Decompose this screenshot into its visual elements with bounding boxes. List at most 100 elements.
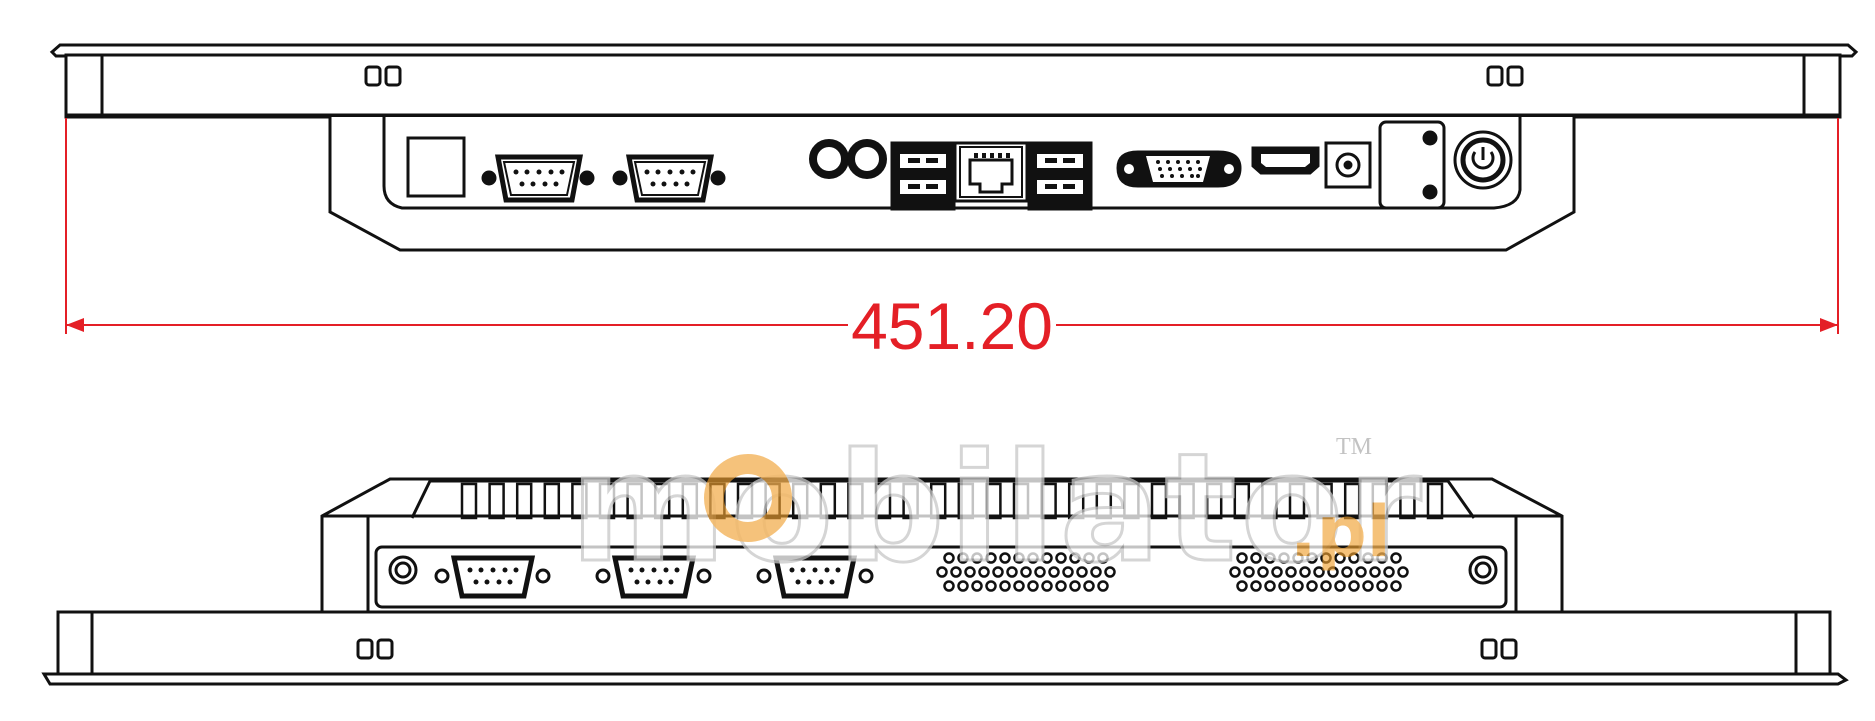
speaker-hole <box>1020 566 1032 578</box>
watermark-suffix: .pl <box>1290 491 1391 573</box>
vent-slot <box>791 482 809 520</box>
speaker-hole <box>1383 566 1395 578</box>
hdmi-port <box>1251 146 1320 175</box>
vent-slot <box>1205 482 1223 520</box>
speaker-hole <box>1362 552 1374 564</box>
dimension-value: 451.20 <box>851 289 1053 363</box>
vent-slots <box>460 482 1444 520</box>
speaker-hole <box>1055 580 1067 592</box>
bottom-com-port-1 <box>434 555 551 599</box>
speaker-hole <box>1069 552 1081 564</box>
speaker-hole <box>1390 552 1402 564</box>
vent-slot <box>1343 482 1361 520</box>
speaker-hole <box>957 580 969 592</box>
speaker-hole <box>1069 580 1081 592</box>
speaker-hole <box>1083 552 1095 564</box>
speaker-hole <box>1013 552 1025 564</box>
speaker-hole <box>985 580 997 592</box>
vent-slot <box>902 482 919 520</box>
speaker-hole <box>1264 552 1276 564</box>
speaker-hole <box>999 552 1011 564</box>
speaker-hole <box>1334 552 1346 564</box>
speaker-hole <box>1097 552 1109 564</box>
speaker-hole <box>943 552 955 564</box>
vent-slot <box>1371 482 1389 520</box>
vent-slot <box>1040 482 1057 520</box>
watermark-trademark: TM <box>1336 434 1372 460</box>
vent-slot <box>653 482 671 520</box>
bottom-bezel-slot-left <box>356 638 394 660</box>
vent-slot <box>1123 482 1140 520</box>
arrowhead-right <box>1820 318 1838 332</box>
speaker-hole <box>1369 566 1381 578</box>
top-bezel <box>49 43 1859 119</box>
speaker-hole <box>1041 580 1053 592</box>
bottom-com-port-2 <box>595 555 712 599</box>
speaker-hole <box>1076 566 1088 578</box>
speaker-hole <box>1027 580 1039 592</box>
watermark-accent-dot <box>704 454 792 542</box>
dc-jack <box>1324 141 1372 189</box>
vent-slot <box>1288 482 1306 520</box>
speaker-grille-left <box>936 552 1116 592</box>
speaker-hole <box>978 566 990 578</box>
speaker-hole <box>1278 580 1290 592</box>
vent-slot <box>1399 482 1416 520</box>
speaker-hole <box>1390 580 1402 592</box>
vent-slot <box>543 482 561 520</box>
speaker-hole <box>1257 566 1269 578</box>
speaker-hole <box>1341 566 1353 578</box>
bottom-view <box>41 477 1849 686</box>
speaker-hole <box>964 566 976 578</box>
speaker-hole <box>1376 580 1388 592</box>
speaker-hole <box>1313 566 1325 578</box>
bottom-bezel-slot-right <box>1480 638 1518 660</box>
antenna-connector-left <box>388 555 418 585</box>
speaker-hole <box>1062 566 1074 578</box>
vent-slot <box>1095 482 1113 520</box>
vent-slot <box>957 482 975 520</box>
audio-jacks <box>809 139 887 179</box>
bottom-com-port-3 <box>756 555 874 599</box>
vent-slot <box>626 482 643 520</box>
vent-slot <box>1316 482 1333 520</box>
speaker-grille-right <box>1229 552 1409 592</box>
square-port <box>406 136 466 198</box>
vent-slot <box>985 482 1002 520</box>
speaker-hole <box>1348 580 1360 592</box>
speaker-hole <box>1362 580 1374 592</box>
vent-slot <box>460 482 478 520</box>
speaker-hole <box>1355 566 1367 578</box>
speaker-hole <box>943 580 955 592</box>
vent-slot <box>1261 482 1278 520</box>
bezel-slot-left <box>364 65 402 87</box>
vent-slot <box>681 482 699 520</box>
speaker-hole <box>1243 566 1255 578</box>
speaker-hole <box>1229 566 1241 578</box>
bottom-io-panel <box>374 545 1508 609</box>
speaker-hole <box>1299 566 1311 578</box>
speaker-hole <box>1250 580 1262 592</box>
vent-slot <box>598 482 616 520</box>
speaker-hole <box>1236 552 1248 564</box>
speaker-hole <box>1104 566 1116 578</box>
speaker-hole <box>1285 566 1297 578</box>
speaker-hole <box>1320 580 1332 592</box>
vent-slot <box>1426 482 1444 520</box>
speaker-hole <box>1006 566 1018 578</box>
speaker-hole <box>1306 552 1318 564</box>
speaker-hole <box>1292 552 1304 564</box>
speaker-hole <box>950 566 962 578</box>
top-view <box>49 43 1859 252</box>
vent-slot <box>736 482 754 520</box>
speaker-hole <box>1048 566 1060 578</box>
vent-slot <box>874 482 892 520</box>
com-port-1 <box>481 154 595 203</box>
speaker-hole <box>1090 566 1102 578</box>
cover-plate <box>1378 120 1446 210</box>
speaker-hole <box>1097 580 1109 592</box>
speaker-hole <box>936 566 948 578</box>
usb-block-left <box>890 141 956 211</box>
com-port-2 <box>612 154 726 203</box>
